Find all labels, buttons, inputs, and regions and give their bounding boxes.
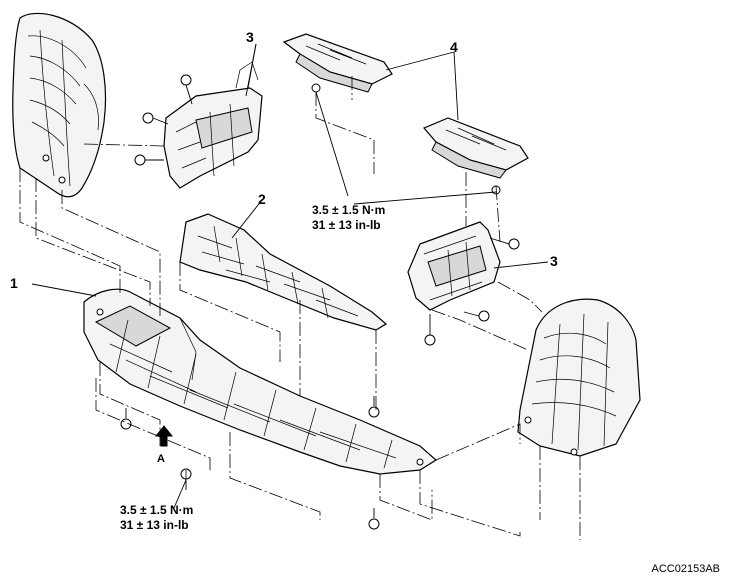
callout-part-4: 4 <box>450 39 458 55</box>
upper-cover-part-4-a <box>282 33 393 93</box>
right-splash-shield <box>517 298 641 457</box>
torque-spec-upper-nm: 3.5 ± 1.5 N·m <box>312 203 385 217</box>
view-arrow-a <box>154 425 174 447</box>
main-under-cover-part-1 <box>83 288 438 475</box>
callout-part-3-top: 3 <box>246 29 254 45</box>
callout-leaders <box>31 43 549 509</box>
torque-spec-lower-nm: 3.5 ± 1.5 N·m <box>120 503 193 517</box>
upper-cover-part-4-b <box>423 117 529 195</box>
figure-code: ACC02153AB <box>652 563 721 575</box>
middle-cover-part-2 <box>179 213 388 331</box>
callout-part-3-right: 3 <box>550 253 558 269</box>
upper-bracket-part-3 <box>134 61 263 189</box>
right-bracket-part-3 <box>407 221 520 346</box>
view-arrow-label: A <box>157 453 165 465</box>
torque-spec-upper-inlb: 31 ± 13 in-lb <box>312 218 381 232</box>
torque-spec-lower-inlb: 31 ± 13 in-lb <box>120 518 189 532</box>
left-splash-shield <box>12 12 107 198</box>
callout-part-1: 1 <box>10 275 18 291</box>
callout-part-2: 2 <box>258 191 266 207</box>
loose-fasteners <box>120 396 380 530</box>
